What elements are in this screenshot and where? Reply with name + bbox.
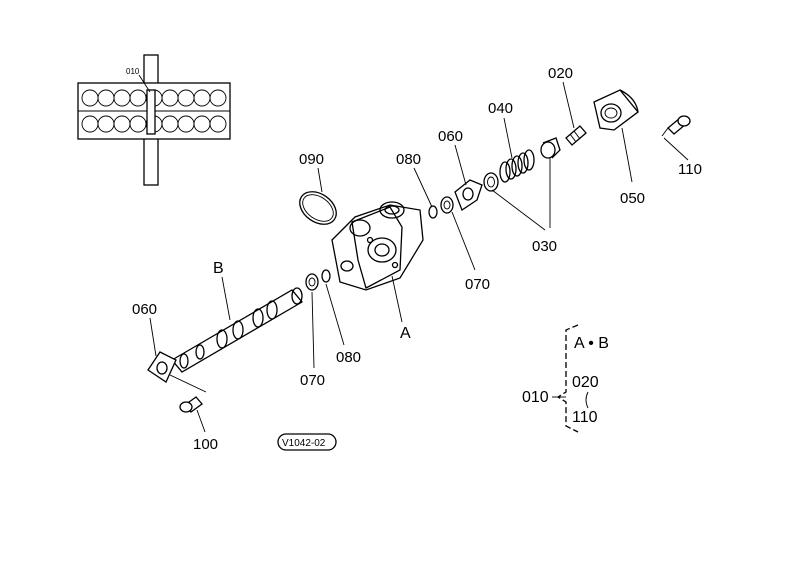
plate-060-top bbox=[454, 179, 483, 211]
cap-050 bbox=[593, 89, 639, 131]
assembly-legend: A • B 010 020 110 bbox=[522, 324, 609, 433]
ring-070-bottom bbox=[305, 273, 319, 291]
seal-080-bottom bbox=[321, 269, 331, 283]
spool-b bbox=[171, 287, 303, 373]
reference-code: V1042-02 bbox=[282, 438, 326, 449]
ring-070-top bbox=[440, 196, 454, 214]
legend-020: 020 bbox=[572, 374, 599, 391]
legend-ab: A • B bbox=[574, 335, 609, 352]
part-030 bbox=[483, 137, 561, 192]
label-060-top: 060 bbox=[438, 128, 463, 145]
label-090: 090 bbox=[299, 151, 324, 168]
reference-code-badge: V1042-02 bbox=[277, 433, 337, 451]
spring-040 bbox=[499, 149, 535, 183]
screw-100 bbox=[179, 396, 203, 413]
label-060-left: 060 bbox=[132, 301, 157, 318]
thumbnail-label-010: 010 bbox=[126, 67, 140, 76]
label-110-top: 110 bbox=[678, 161, 702, 178]
label-b: B bbox=[213, 260, 224, 277]
legend-010: 010 bbox=[522, 389, 549, 406]
label-080-bottom: 080 bbox=[336, 349, 361, 366]
legend-110: 110 bbox=[572, 409, 598, 426]
label-040: 040 bbox=[488, 100, 513, 117]
label-080-top: 080 bbox=[396, 151, 421, 168]
label-070-top: 070 bbox=[465, 276, 490, 293]
label-050: 050 bbox=[620, 190, 645, 207]
screw-020 bbox=[565, 125, 587, 146]
label-a: A bbox=[400, 325, 411, 342]
seal-080-top bbox=[428, 205, 438, 219]
part-labels: 090 080 060 040 020 110 050 030 070 B A … bbox=[132, 65, 702, 453]
bolt-110-top bbox=[667, 115, 691, 135]
label-070-bottom: 070 bbox=[300, 372, 325, 389]
location-thumbnail: 010 bbox=[77, 54, 231, 186]
o-ring-090 bbox=[299, 191, 337, 225]
valve-body-a bbox=[331, 201, 424, 291]
leader-lines bbox=[149, 81, 689, 433]
label-020: 020 bbox=[548, 65, 573, 82]
label-100: 100 bbox=[193, 436, 218, 453]
plate-060-left bbox=[147, 351, 177, 383]
label-030: 030 bbox=[532, 238, 557, 255]
